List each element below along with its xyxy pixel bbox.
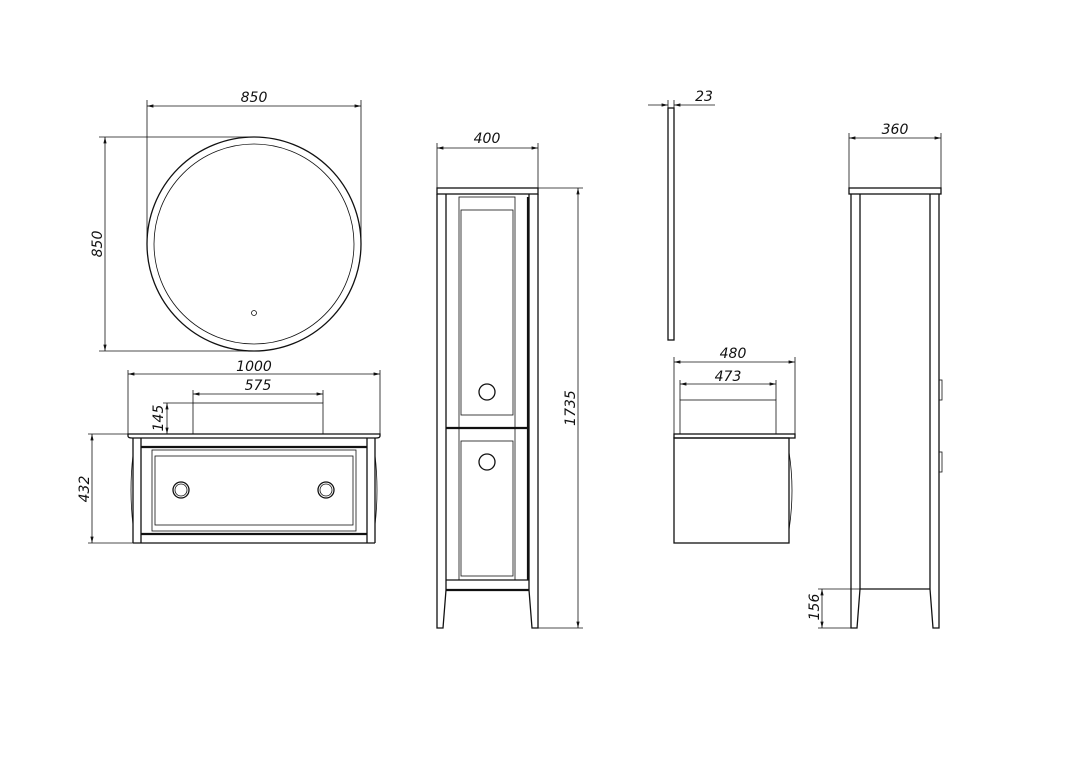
dim-sink-height: 145	[151, 405, 167, 432]
dim-sink-depth: 473	[715, 369, 742, 385]
dim-vanity-width: 1000	[236, 359, 272, 375]
door-handle-icon	[478, 453, 496, 471]
door-handle-icon	[478, 383, 496, 401]
dim-mirror-height: 850	[90, 231, 106, 258]
dim-tall-depth: 360	[882, 122, 909, 138]
touch-sensor-icon	[251, 310, 257, 316]
round-mirror-front: 850 850	[90, 90, 362, 352]
tall-cabinet-front: 400 1735	[436, 131, 583, 629]
dim-vanity-height: 432	[77, 476, 93, 503]
dim-vanity-depth: 480	[720, 346, 747, 362]
drawer-handle-icon	[317, 481, 335, 499]
dim-mirror-width: 850	[241, 90, 268, 106]
tall-cabinet-side: 360 156	[807, 122, 943, 629]
dim-mirror-depth: 23	[695, 89, 713, 105]
vanity-side: 480 473	[673, 346, 796, 544]
dim-leg-height: 156	[807, 594, 823, 621]
dim-sink-width: 575	[245, 378, 272, 394]
drawer-handle-icon	[172, 481, 190, 499]
dim-tall-width: 400	[474, 131, 501, 147]
dim-tall-height: 1735	[563, 390, 579, 426]
vanity-front: 1000 575 145 432	[77, 359, 381, 544]
mirror-side: 23	[648, 89, 715, 341]
